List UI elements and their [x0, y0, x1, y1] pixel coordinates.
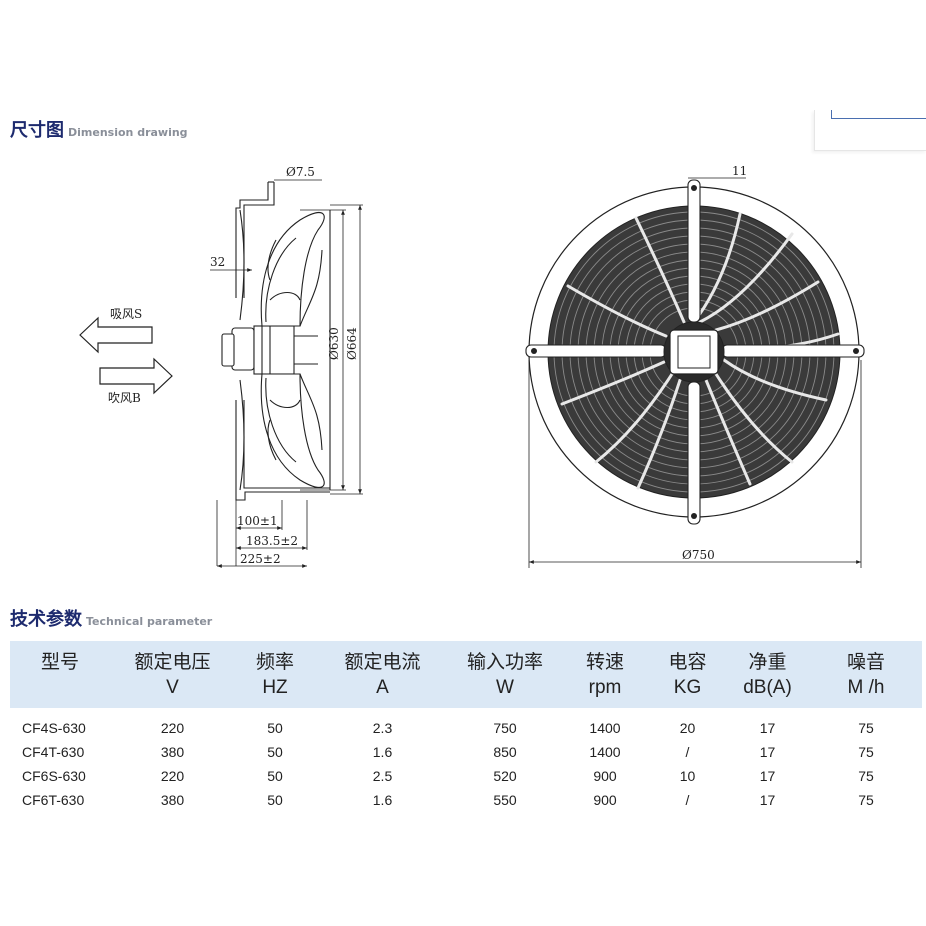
dimension-drawing: Ø7.5 32 Ø630 Ø664 100±1 183.5±2 225±2 吸风…: [79, 164, 865, 568]
suction-arrow-icon: [79, 316, 153, 354]
table-row: CF4S-630 220 50 2.3 750 1400 20 17 75: [22, 720, 874, 736]
table-row: CF4T-630 380 50 1.6 850 1400 / 17 75: [22, 744, 874, 760]
suction-label: 吸风S: [110, 307, 142, 321]
dim-225-label: 225±2: [240, 552, 281, 566]
dim-100-label: 100±1: [237, 514, 278, 528]
dim-11-label: 11: [732, 164, 747, 178]
corner-tick: [831, 110, 832, 119]
parameter-title-cn: 技术参数: [10, 609, 82, 630]
parameter-section-title: 技术参数 Technical parameter: [10, 605, 212, 631]
header-model: 型号: [40, 652, 79, 673]
dim-630-label: Ø630: [327, 327, 341, 360]
dim-hole-label: Ø7.5: [286, 165, 315, 179]
parameter-title-en: Technical parameter: [86, 615, 213, 628]
dim-183-label: 183.5±2: [246, 534, 298, 548]
table-row: CF6T-630 380 50 1.6 550 900 / 17 75: [22, 792, 874, 808]
blow-label: 吹风B: [108, 391, 141, 405]
dim-32-label: 32: [210, 255, 225, 269]
side-view-dimensions: [210, 179, 363, 568]
dim-664-label: Ø664: [345, 327, 359, 360]
blow-arrow-icon: [99, 357, 173, 395]
table-row: CF6S-630 220 50 2.5 520 900 10 17 75: [22, 768, 874, 784]
corner-line: [831, 118, 926, 119]
dimension-title-cn: 尺寸图: [10, 120, 64, 141]
dim-750-label: Ø750: [682, 548, 715, 562]
corner-decoration: [814, 110, 926, 151]
front-view: [525, 179, 865, 525]
dimension-title-en: Dimension drawing: [68, 126, 188, 139]
front-view-dimensions: [528, 177, 862, 568]
side-view: [221, 181, 331, 501]
airflow-arrows: [79, 316, 173, 395]
dimension-section-title: 尺寸图 Dimension drawing: [10, 116, 188, 142]
